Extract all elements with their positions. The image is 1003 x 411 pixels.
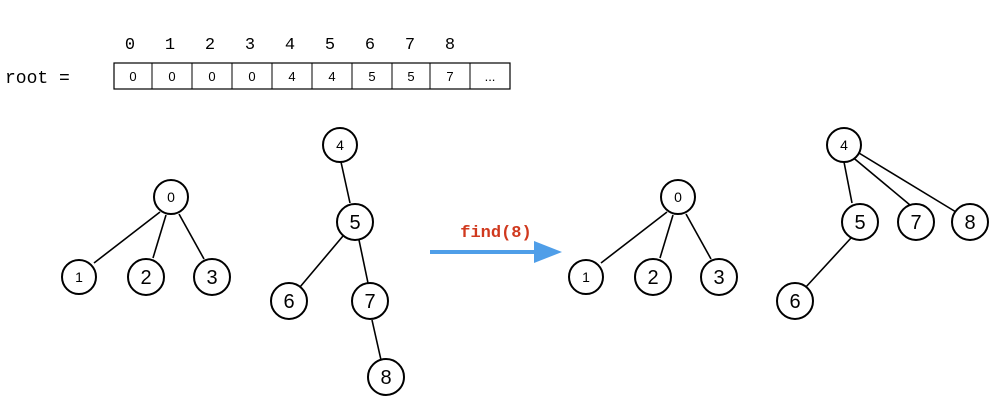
node-label: 1 bbox=[75, 269, 83, 285]
node-label: 7 bbox=[364, 291, 375, 313]
array-cells: 0 0 0 0 4 4 5 5 7 ... bbox=[113, 62, 511, 90]
tree-node bbox=[367, 358, 405, 396]
array-index: 5 bbox=[325, 36, 335, 55]
tree-node bbox=[634, 258, 672, 296]
tree-node bbox=[61, 259, 97, 295]
node-label: 7 bbox=[910, 212, 921, 234]
node-label: 5 bbox=[854, 212, 865, 234]
tree-edge bbox=[600, 211, 668, 264]
tree-node bbox=[841, 203, 879, 241]
tree-node bbox=[193, 258, 231, 296]
root-array: root = 0 1 2 3 4 5 6 7 8 0 0 0 0 bbox=[5, 36, 511, 90]
tree-edge bbox=[93, 211, 161, 264]
tree-node bbox=[127, 258, 165, 296]
tree-node bbox=[153, 179, 189, 215]
operation-label: find(8) bbox=[460, 224, 531, 243]
array-cell: 0 bbox=[168, 69, 175, 84]
node-label: 8 bbox=[380, 367, 391, 389]
tree-edge bbox=[843, 161, 853, 204]
node-label: 3 bbox=[713, 267, 724, 289]
array-index: 7 bbox=[405, 36, 415, 55]
tree-node bbox=[660, 179, 696, 215]
tree-node bbox=[776, 282, 814, 320]
array-label: root = bbox=[5, 69, 70, 89]
tree-node bbox=[897, 203, 935, 241]
node-label: 1 bbox=[582, 269, 590, 285]
tree-node bbox=[700, 258, 738, 296]
tree-edge bbox=[358, 239, 369, 284]
tree-edge bbox=[804, 237, 852, 289]
arrow-head-icon bbox=[534, 241, 562, 263]
array-index: 0 bbox=[125, 36, 135, 55]
array-index: 6 bbox=[365, 36, 375, 55]
after-tree-4: 4 5 7 8 6 bbox=[776, 127, 989, 320]
node-label: 2 bbox=[140, 267, 151, 289]
array-cell: 7 bbox=[446, 69, 453, 84]
array-cell: 4 bbox=[288, 69, 295, 84]
tree-node bbox=[568, 259, 604, 295]
node-label: 8 bbox=[964, 212, 975, 234]
tree-edge bbox=[849, 154, 911, 206]
array-cell: 0 bbox=[208, 69, 215, 84]
array-cell: 4 bbox=[328, 69, 335, 84]
array-cell-ellipsis: ... bbox=[485, 69, 496, 84]
after-tree-0: 0 1 2 3 bbox=[568, 179, 738, 296]
find-operation: find(8) bbox=[430, 224, 562, 263]
tree-node bbox=[270, 282, 308, 320]
node-label: 6 bbox=[789, 291, 800, 313]
before-tree-4: 4 5 6 7 8 bbox=[270, 127, 405, 396]
array-cell: 0 bbox=[248, 69, 255, 84]
tree-node bbox=[826, 127, 862, 163]
node-label: 2 bbox=[647, 267, 658, 289]
before-tree-0: 0 1 2 3 bbox=[61, 179, 231, 296]
tree-node bbox=[336, 203, 374, 241]
array-cell: 5 bbox=[368, 69, 375, 84]
tree-edge bbox=[371, 319, 382, 361]
tree-edge bbox=[340, 161, 351, 204]
node-label: 6 bbox=[283, 291, 294, 313]
tree-node bbox=[351, 282, 389, 320]
tree-edge bbox=[152, 214, 167, 259]
node-label: 0 bbox=[167, 189, 175, 205]
tree-edge bbox=[685, 213, 712, 260]
tree-edge bbox=[299, 235, 344, 288]
tree-node bbox=[322, 127, 358, 163]
array-index: 4 bbox=[285, 36, 295, 55]
node-label: 3 bbox=[206, 267, 217, 289]
node-label: 4 bbox=[840, 137, 848, 153]
node-label: 0 bbox=[674, 189, 682, 205]
array-indices: 0 1 2 3 4 5 6 7 8 bbox=[125, 36, 455, 55]
tree-node bbox=[951, 203, 989, 241]
array-index: 8 bbox=[445, 36, 455, 55]
tree-edge bbox=[853, 149, 957, 213]
tree-edge bbox=[659, 214, 674, 259]
tree-edge bbox=[178, 213, 205, 260]
array-cell: 0 bbox=[129, 69, 136, 84]
node-label: 4 bbox=[336, 137, 344, 153]
array-index: 2 bbox=[205, 36, 215, 55]
array-cell: 5 bbox=[407, 69, 414, 84]
array-index: 3 bbox=[245, 36, 255, 55]
array-index: 1 bbox=[165, 36, 175, 55]
node-label: 5 bbox=[349, 212, 360, 234]
